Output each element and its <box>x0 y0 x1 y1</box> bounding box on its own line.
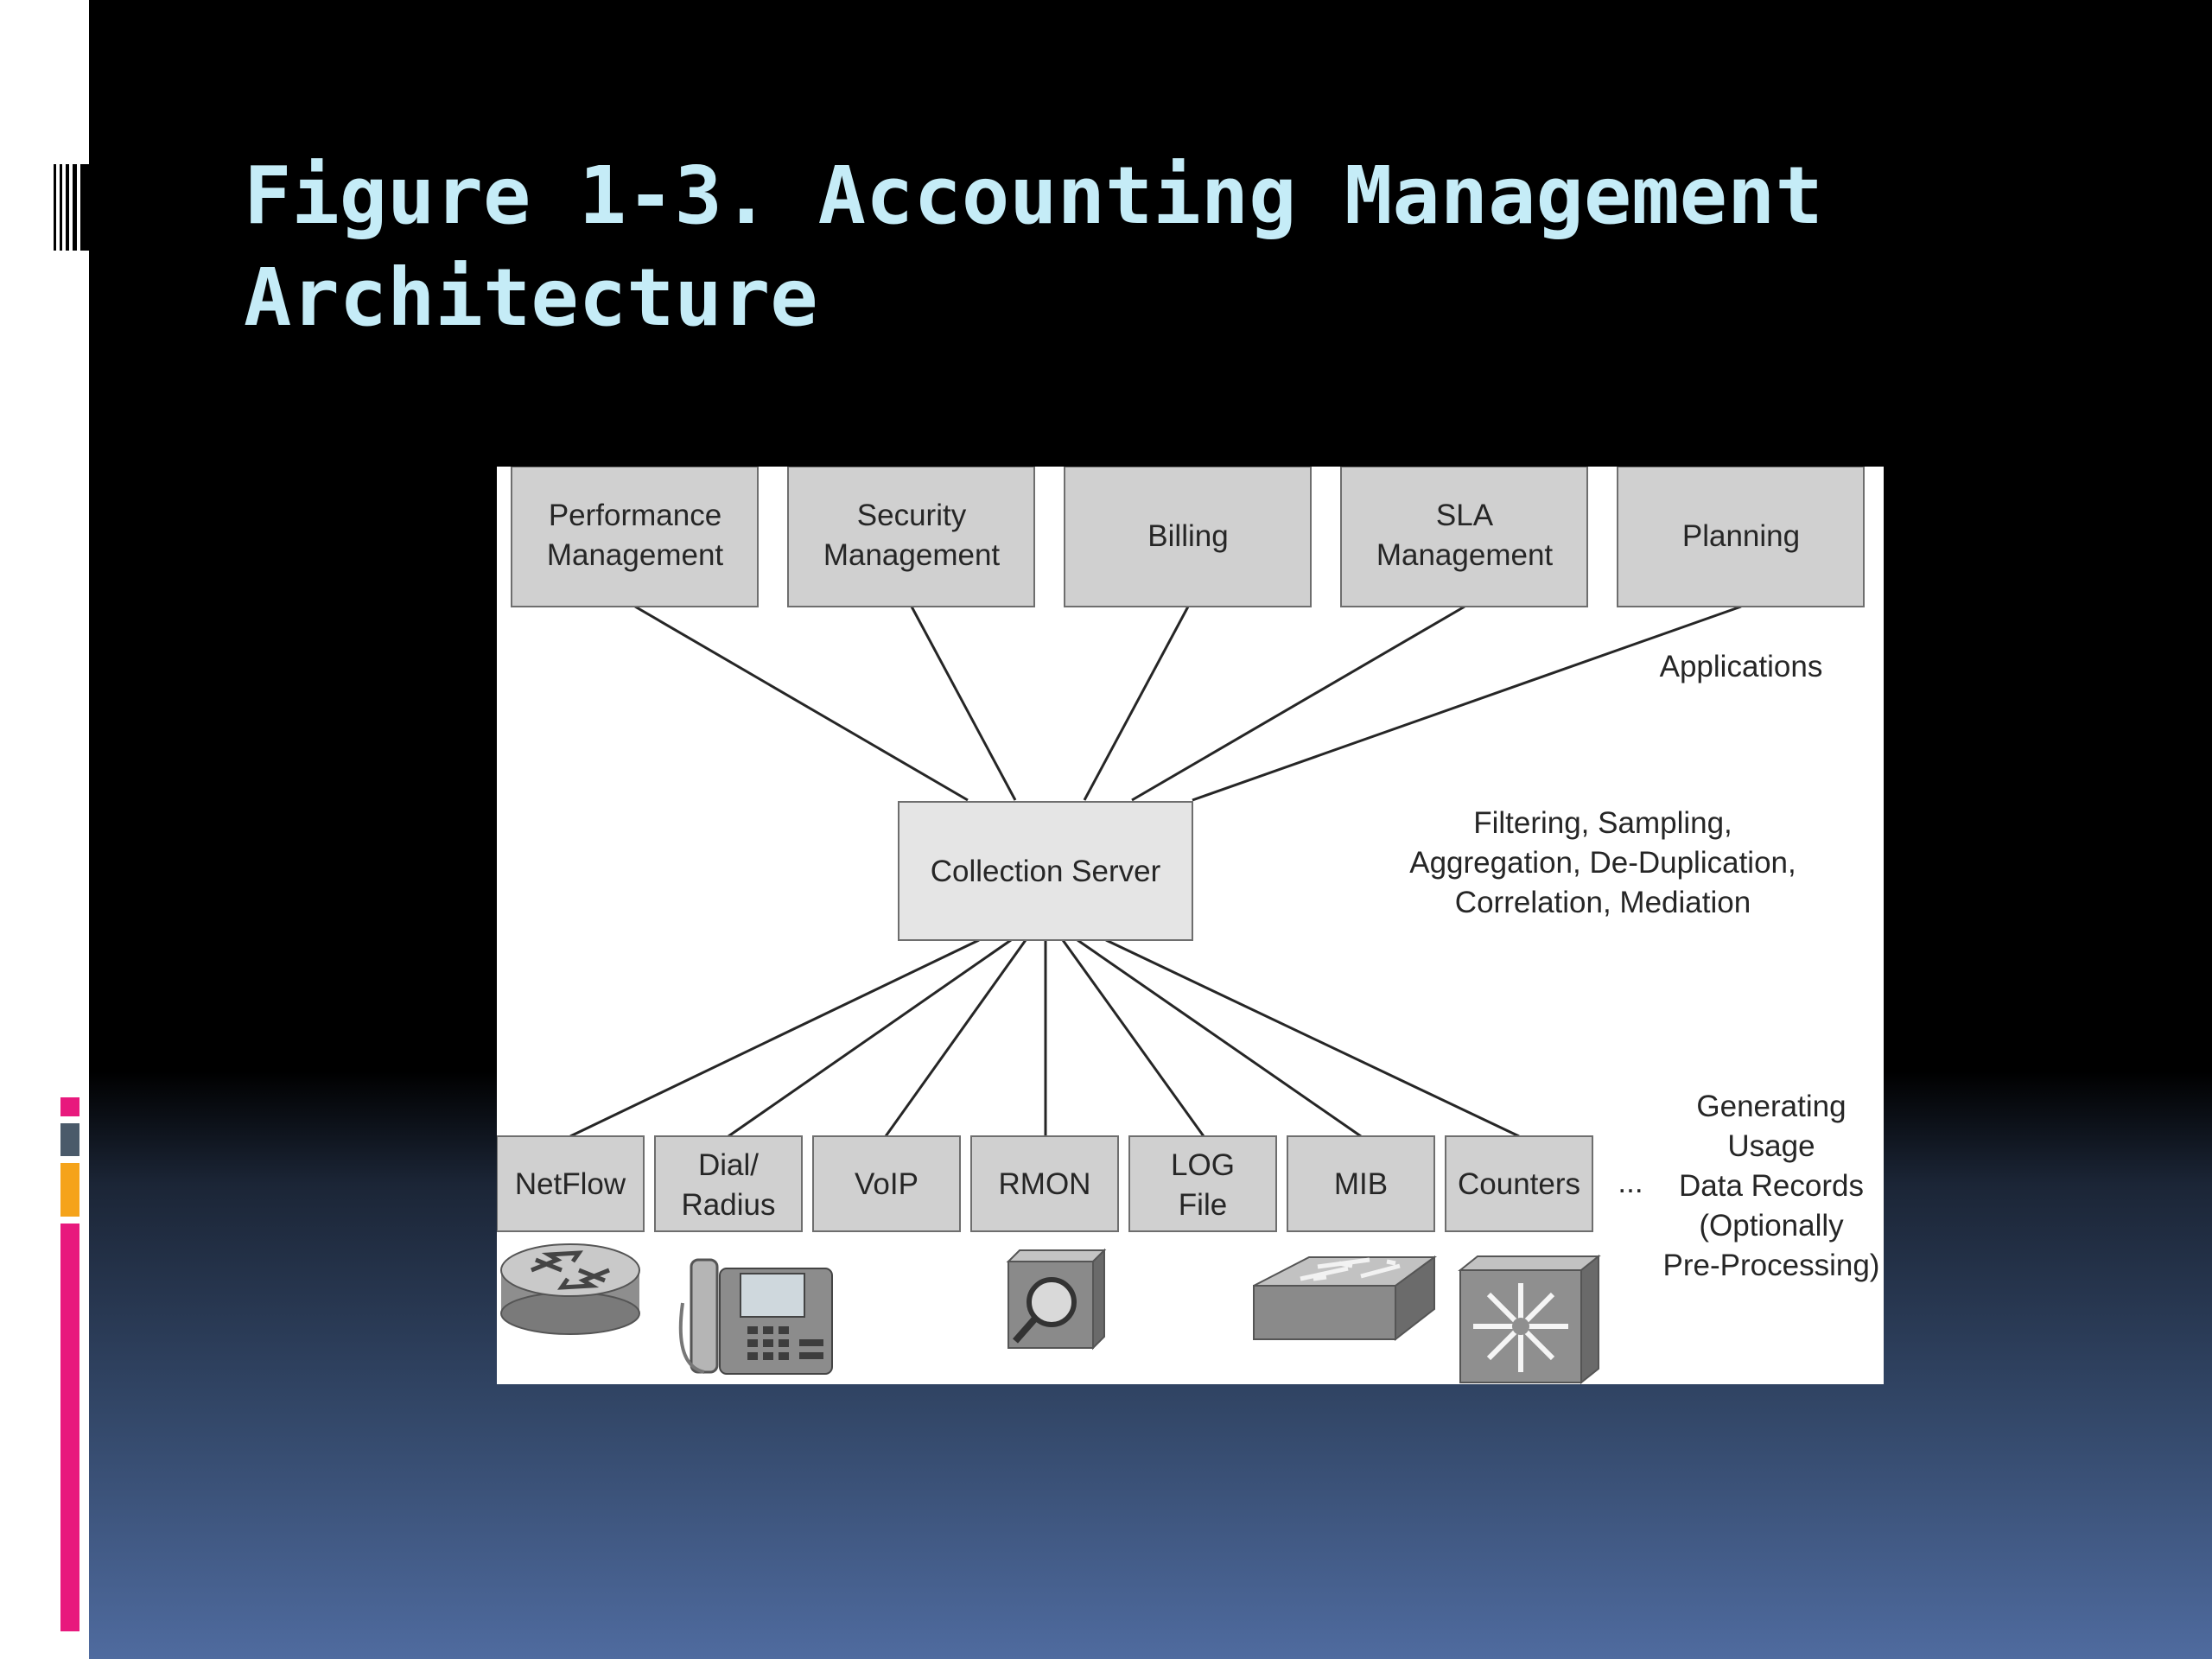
source-box-rmon: RMON <box>970 1135 1119 1232</box>
application-box-performance-management: Performance Management <box>511 467 759 607</box>
app-label: Planning <box>1682 519 1800 553</box>
app-label: Performance <box>549 499 721 532</box>
source-label: Radius <box>682 1188 776 1222</box>
slide-title: Figure 1-3. Accounting Management Archit… <box>244 145 1885 349</box>
app-label: Billing <box>1147 519 1228 553</box>
ip-phone-icon <box>678 1258 833 1375</box>
accounting-architecture-diagram: Performance Management Security Manageme… <box>497 467 1884 1384</box>
source-label: NetFlow <box>515 1167 626 1201</box>
source-label: RMON <box>999 1167 1091 1201</box>
collection-server-label: Collection Server <box>931 855 1161 888</box>
source-connectors <box>569 938 1520 1138</box>
application-box-billing: Billing <box>1064 467 1312 607</box>
multilayer-switch-icon <box>1458 1254 1601 1384</box>
applications-label: Applications <box>1660 650 1823 683</box>
application-box-security-management: Security Management <box>787 467 1035 607</box>
corner-stripes-decoration <box>52 164 89 251</box>
probe-icon <box>1006 1248 1107 1351</box>
source-box-netflow: NetFlow <box>497 1135 645 1232</box>
application-connectors <box>634 605 1742 802</box>
processing-note-line: Filtering, Sampling, <box>1473 806 1732 840</box>
more-sources-ellipsis: ... <box>1618 1166 1643 1199</box>
slide-title-line-2: Architecture <box>244 251 818 344</box>
app-label: Management <box>1376 538 1554 572</box>
source-label: Counters <box>1458 1167 1580 1201</box>
source-box-mib: MIB <box>1287 1135 1435 1232</box>
source-box-log-file: LOG File <box>1128 1135 1277 1232</box>
app-label: Management <box>823 538 1001 572</box>
source-box-dial-radius: Dial/ Radius <box>654 1135 803 1232</box>
source-box-counters: Counters <box>1445 1135 1593 1232</box>
generating-note: Generating Usage Data Records (Optionall… <box>1663 1090 1880 1282</box>
processing-note-line: Correlation, Mediation <box>1455 886 1751 919</box>
switch-icon <box>1253 1255 1438 1342</box>
generating-note-line: Data Records <box>1679 1169 1864 1203</box>
router-icon <box>500 1243 640 1335</box>
generating-note-line: Usage <box>1727 1129 1815 1163</box>
source-label: VoIP <box>855 1167 918 1201</box>
app-label: SLA <box>1436 499 1494 532</box>
processing-note-line: Aggregation, De-Duplication, <box>1409 846 1796 880</box>
source-box-voip: VoIP <box>812 1135 961 1232</box>
generating-note-line: (Optionally <box>1699 1209 1844 1243</box>
app-label: Management <box>547 538 724 572</box>
generating-note-line: Pre-Processing) <box>1663 1249 1880 1282</box>
source-label: Dial/ <box>698 1148 759 1182</box>
application-box-sla-management: SLA Management <box>1340 467 1588 607</box>
processing-note: Filtering, Sampling, Aggregation, De-Dup… <box>1409 806 1796 919</box>
app-label: Security <box>857 499 967 532</box>
collection-server-box: Collection Server <box>898 801 1193 941</box>
source-label: File <box>1179 1188 1227 1222</box>
generating-note-line: Generating <box>1696 1090 1846 1123</box>
slide-title-line-1: Figure 1-3. Accounting Management <box>244 149 1823 242</box>
source-label: LOG <box>1171 1148 1235 1182</box>
source-label: MIB <box>1334 1167 1388 1201</box>
application-box-planning: Planning <box>1617 467 1865 607</box>
accent-strip-decoration <box>60 1097 79 1631</box>
